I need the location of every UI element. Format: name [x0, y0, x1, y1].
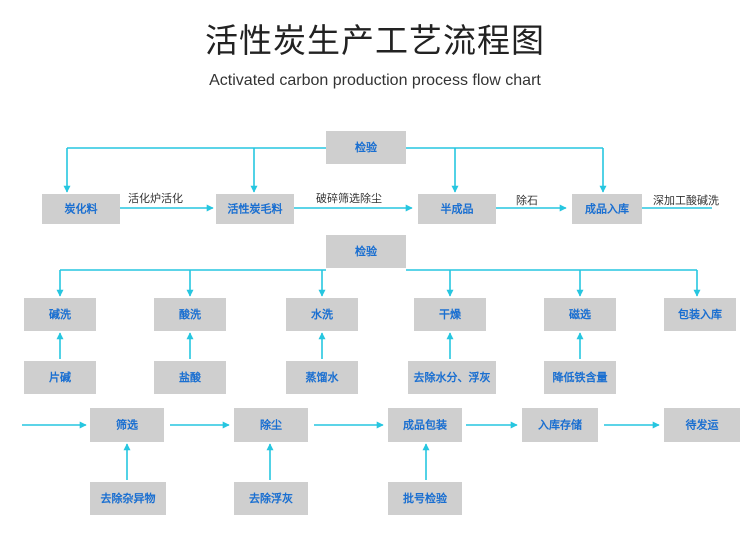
svg-text:水洗: 水洗 [311, 307, 333, 321]
input-reduce-iron: 降低铁含量 [544, 361, 616, 394]
svg-text:去除水分、浮灰: 去除水分、浮灰 [414, 370, 491, 384]
input-remove-impurities: 去除杂异物 [90, 482, 166, 515]
step-packaging-storage: 包装入库 [664, 298, 736, 331]
input-remove-floating-dust: 去除浮灰 [234, 482, 308, 515]
page-title: 活性炭生产工艺流程图 [205, 21, 545, 60]
svg-text:筛选: 筛选 [116, 418, 138, 432]
svg-text:干燥: 干燥 [439, 307, 462, 321]
input-remove-moisture-dust: 去除水分、浮灰 [408, 361, 496, 394]
step-alkali-wash: 碱洗 [24, 298, 96, 331]
step-carbonized-material: 炭化料 [42, 194, 120, 224]
svg-text:包装入库: 包装入库 [677, 307, 722, 321]
svg-text:降低铁含量: 降低铁含量 [553, 370, 608, 384]
svg-text:碱洗: 碱洗 [49, 307, 71, 321]
step-dust-removal: 除尘 [234, 408, 308, 442]
svg-text:检验: 检验 [355, 244, 378, 258]
stage1-connectors [63, 147, 712, 212]
step-product-packaging: 成品包装 [388, 408, 462, 442]
input-flake-caustic-soda: 片碱 [24, 361, 96, 394]
svg-text:批号检验: 批号检验 [403, 491, 448, 505]
step-warehouse-storage: 入库存储 [522, 408, 598, 442]
input-distilled-water: 蒸馏水 [286, 361, 358, 394]
svg-text:活性炭毛料: 活性炭毛料 [228, 202, 283, 216]
svg-text:去除杂异物: 去除杂异物 [101, 491, 156, 505]
stage2-inspect-box: 检验 [326, 235, 406, 268]
svg-text:除尘: 除尘 [260, 418, 282, 432]
stage1-inspect-box: 检验 [326, 131, 406, 164]
svg-text:待发运: 待发运 [685, 418, 719, 432]
step-magnetic-separation: 磁选 [544, 298, 616, 331]
stage2-connectors [56, 269, 701, 359]
step-raw-activated-carbon: 活性炭毛料 [216, 194, 294, 224]
input-hydrochloric-acid: 盐酸 [154, 361, 226, 394]
svg-text:盐酸: 盐酸 [179, 370, 202, 384]
edge-label-activation-furnace: 活化炉活化 [128, 191, 183, 205]
step-drying: 干燥 [414, 298, 486, 331]
svg-text:检验: 检验 [355, 140, 378, 154]
page-subtitle: Activated carbon production process flow… [209, 72, 541, 89]
step-water-wash: 水洗 [286, 298, 358, 331]
step-finished-storage-1: 成品入库 [572, 194, 642, 224]
svg-text:去除浮灰: 去除浮灰 [249, 491, 293, 505]
svg-text:入库存储: 入库存储 [538, 418, 582, 432]
edge-label-destone: 除石 [516, 193, 538, 207]
step-screening: 筛选 [90, 408, 164, 442]
edge-label-acid-base-wash: 深加工酸碱洗 [653, 193, 719, 207]
edge-label-crush-screen: 破碎筛选除尘 [316, 191, 382, 205]
step-semi-finished: 半成品 [418, 194, 496, 224]
input-batch-inspection: 批号检验 [388, 482, 462, 515]
svg-text:成品包装: 成品包装 [403, 418, 447, 432]
svg-text:成品入库: 成品入库 [585, 202, 629, 216]
svg-text:酸洗: 酸洗 [179, 307, 201, 321]
svg-text:蒸馏水: 蒸馏水 [306, 370, 340, 384]
svg-text:磁选: 磁选 [569, 307, 591, 321]
step-awaiting-shipment: 待发运 [664, 408, 740, 442]
stage3-connectors [22, 421, 660, 480]
svg-text:炭化料: 炭化料 [65, 202, 98, 216]
svg-text:片碱: 片碱 [49, 370, 71, 384]
svg-text:半成品: 半成品 [441, 202, 474, 216]
step-acid-wash: 酸洗 [154, 298, 226, 331]
